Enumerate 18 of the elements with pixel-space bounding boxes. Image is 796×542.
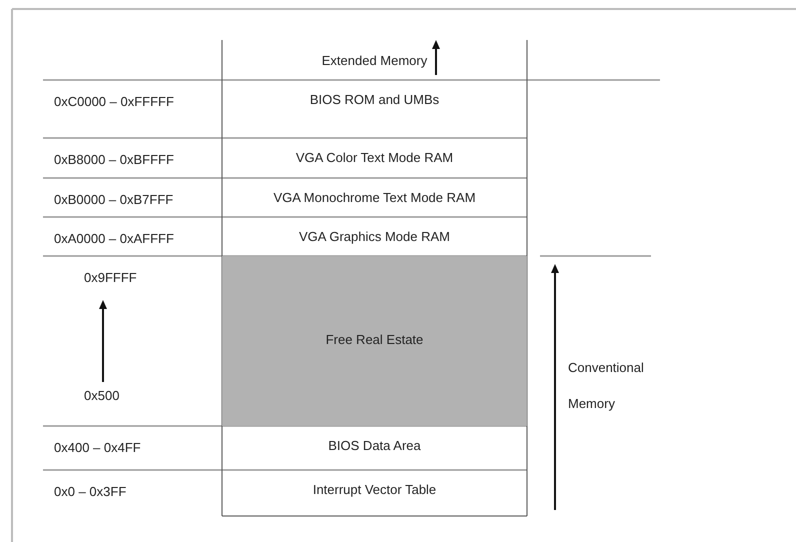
address-label: 0xC0000 – 0xFFFFF [54, 94, 174, 109]
region-name: VGA Graphics Mode RAM [299, 229, 450, 244]
region-label: Conventional Memory [568, 359, 645, 413]
address-label: 0xB8000 – 0xBFFFF [54, 152, 174, 167]
address-label: 0x400 – 0x4FF [54, 440, 141, 455]
memory-region-shaded [222, 256, 527, 426]
address-label: 0x0 – 0x3FF [54, 484, 126, 499]
region-name: VGA Color Text Mode RAM [296, 150, 454, 165]
region-name: BIOS ROM and UMBs [310, 92, 440, 107]
region-name: BIOS Data Area [328, 438, 421, 453]
address-label: 0x9FFFF [84, 270, 137, 285]
region-name: Interrupt Vector Table [312, 482, 436, 497]
region-name: VGA Monochrome Text Mode RAM [273, 190, 476, 205]
region-name: Extended Memory [322, 52, 428, 68]
region-name: Free Real Estate [326, 332, 424, 347]
address-label: 0xA0000 – 0xAFFFF [54, 231, 174, 246]
address-label: 0x500 [84, 388, 120, 403]
address-label: 0xB0000 – 0xB7FFF [54, 192, 174, 207]
